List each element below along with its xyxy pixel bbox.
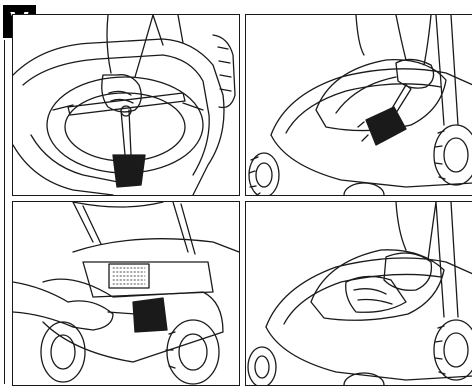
panel-clean-grass-box xyxy=(12,14,240,196)
panel-brush-rear xyxy=(12,201,240,386)
illustration-cloth-wipe xyxy=(246,202,472,385)
illustration-brush-in-box xyxy=(13,15,239,195)
panel-wipe-cloth xyxy=(245,201,472,386)
panel-brush-housing xyxy=(245,14,472,196)
illustration-brush-rear-flap xyxy=(13,202,239,385)
illustration-brush-on-housing xyxy=(246,15,472,195)
left-margin-rule xyxy=(4,40,5,384)
